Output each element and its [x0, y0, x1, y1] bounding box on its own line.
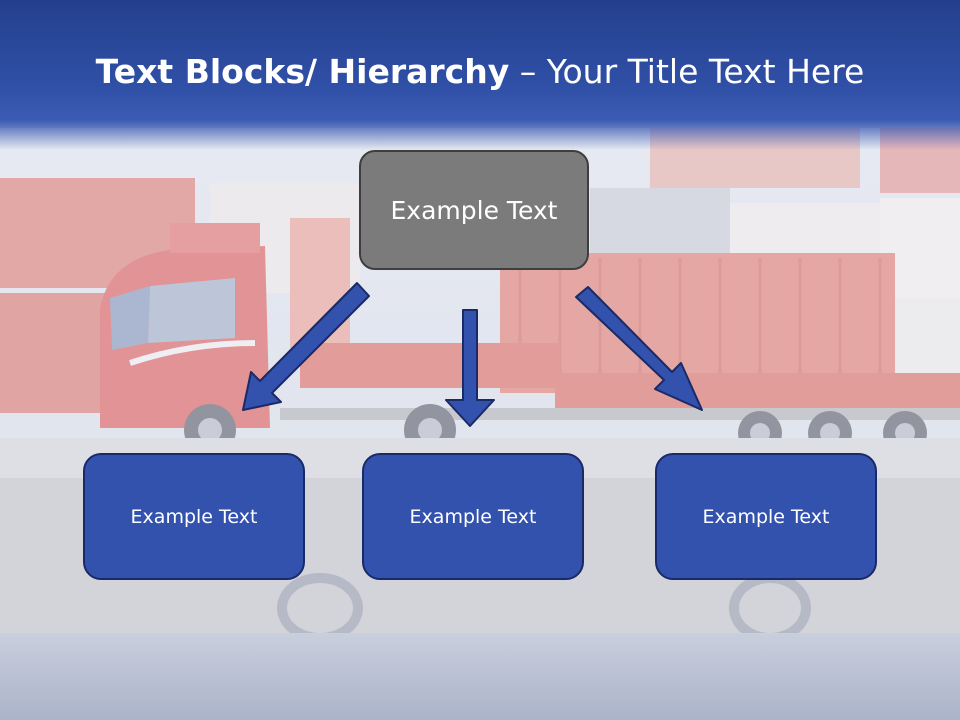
- root-box[interactable]: Example Text: [359, 150, 589, 270]
- title-rest: – Your Title Text Here: [509, 52, 865, 91]
- slide-title: Text Blocks/ Hierarchy – Your Title Text…: [0, 52, 960, 91]
- child-box-label: Example Text: [409, 505, 537, 528]
- child-box-label: Example Text: [702, 505, 830, 528]
- title-bold: Text Blocks/ Hierarchy: [95, 52, 510, 91]
- root-box-label: Example Text: [390, 195, 558, 225]
- child-box-middle[interactable]: Example Text: [362, 453, 584, 580]
- child-box-right[interactable]: Example Text: [655, 453, 877, 580]
- child-box-left[interactable]: Example Text: [83, 453, 305, 580]
- child-box-label: Example Text: [130, 505, 258, 528]
- title-band: [0, 0, 960, 150]
